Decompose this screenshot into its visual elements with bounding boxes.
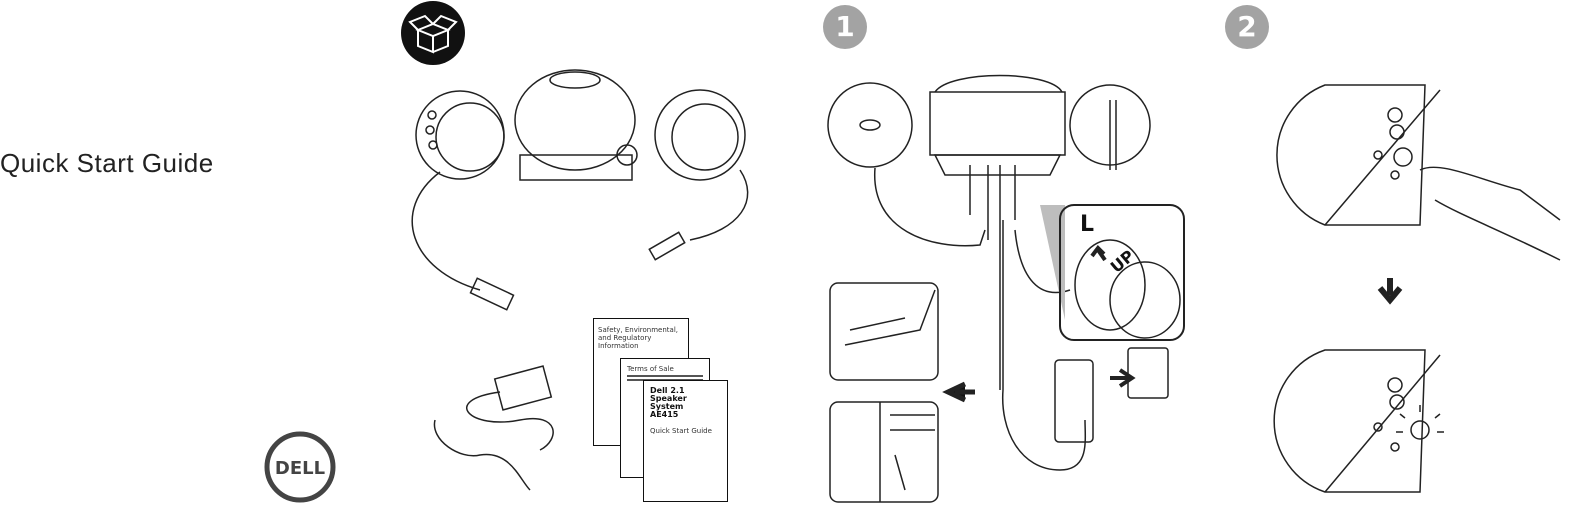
right-satellite-speaker xyxy=(648,89,749,261)
subwoofer xyxy=(514,69,638,181)
laptop-inset xyxy=(829,282,939,381)
qsg-product: Dell 2.1 Speaker System xyxy=(650,386,687,411)
callout-letter: L xyxy=(1080,212,1095,237)
page-title: Quick Start Guide xyxy=(0,148,214,178)
terms-document-title: Terms of Sale xyxy=(627,365,674,373)
open-box-icon xyxy=(401,1,465,65)
desktop-inset xyxy=(829,401,939,503)
power-adapter xyxy=(433,365,554,491)
safety-document-title: Safety, Environmental, and Regulatory In… xyxy=(598,326,678,350)
svg-text:DELL: DELL xyxy=(275,458,325,479)
quick-start-document: Dell 2.1 Speaker System AE415 Quick Star… xyxy=(643,380,728,502)
step-1-badge: 1 xyxy=(823,5,867,49)
step2-power-on xyxy=(1273,84,1561,493)
step-2-badge: 2 xyxy=(1225,5,1269,49)
step1-satellites-and-subwoofer xyxy=(827,74,1151,471)
qsg-subtitle: Quick Start Guide xyxy=(650,427,712,435)
dell-logo: DELL xyxy=(264,431,336,503)
wall-outlet xyxy=(1054,347,1169,443)
arrow-left-icon xyxy=(942,381,975,403)
left-satellite-speaker xyxy=(411,90,515,311)
qsg-model: AE415 xyxy=(650,410,679,419)
connector-callout xyxy=(1040,204,1185,341)
